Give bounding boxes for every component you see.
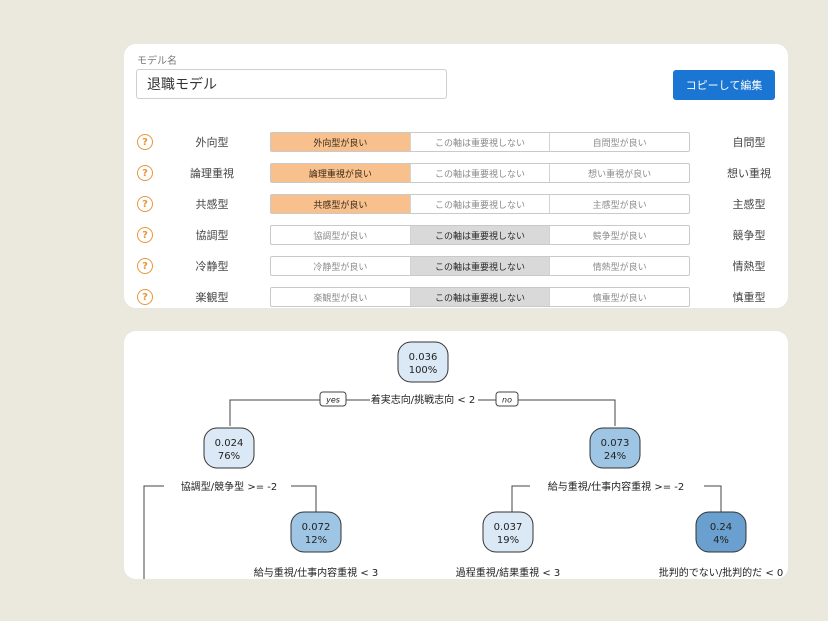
yes-label-box bbox=[319, 391, 347, 407]
tree-edge bbox=[704, 485, 722, 512]
tree-node bbox=[203, 427, 255, 469]
node-value: 0.037 bbox=[494, 522, 523, 533]
axis-row: ? 協調型 協調型が良いこの軸は重要視しない 競争型が良い 競争型 bbox=[124, 225, 788, 247]
axis-preference-selector: 協調型が良いこの軸は重要視しない 競争型が良い bbox=[270, 225, 690, 245]
axis-option[interactable]: 論理重視が良い bbox=[271, 164, 411, 182]
no-label: no bbox=[502, 396, 512, 405]
model-settings-card: モデル名 コピーして編集 ?外向型外向型が良いこの軸は重要視しない自問型が良い自… bbox=[124, 44, 788, 308]
axis-option[interactable]: 想い重視が良い bbox=[588, 169, 652, 180]
tree-node bbox=[589, 427, 641, 469]
tree-node bbox=[482, 511, 534, 553]
tree-edge bbox=[291, 485, 317, 512]
axis-left-label: 協調型 bbox=[195, 229, 229, 242]
tree-edge bbox=[143, 485, 164, 579]
tree-edge bbox=[478, 399, 616, 426]
axis-row: ? 外向型 外向型が良いこの軸は重要視しない 自問型が良い 自問型 bbox=[124, 132, 788, 154]
axis-preference-selector: 共感型が良いこの軸は重要視しない 主感型が良い bbox=[270, 194, 690, 214]
axis-option[interactable]: この軸は重要視しない bbox=[410, 257, 551, 275]
axis-left-label: 論理重視 bbox=[190, 167, 234, 180]
tree-node bbox=[397, 341, 449, 383]
axis-option[interactable]: 競争型が良い bbox=[592, 231, 647, 242]
axis-left-label: 楽観型 bbox=[195, 291, 229, 304]
node-value: 0.024 bbox=[215, 438, 244, 449]
axis-option[interactable]: この軸は重要視しない bbox=[411, 164, 551, 182]
split-condition: 過程重視/結果重視 < 3 bbox=[456, 566, 560, 579]
axis-preference-selector: 楽観型が良いこの軸は重要視しない 慎重型が良い bbox=[270, 287, 690, 307]
node-percent: 19% bbox=[497, 535, 519, 546]
axis-row: ? 楽観型 楽観型が良いこの軸は重要視しない 慎重型が良い 慎重型 bbox=[124, 287, 788, 308]
node-percent: 4% bbox=[713, 535, 729, 546]
axis-row: ? 共感型 共感型が良いこの軸は重要視しない 主感型が良い 主感型 bbox=[124, 194, 788, 216]
decision-tree: yes no 0.036 100% 着実志向/挑戦志向 < 2 0.024 76% 協調型/競… bbox=[143, 341, 783, 579]
yes-label: yes bbox=[325, 396, 340, 405]
model-name-label: モデル名 bbox=[137, 56, 177, 67]
axis-preference-selector: 論理重視が良いこの軸は重要視しない 想い重視が良い bbox=[270, 163, 690, 183]
split-condition: 給与重視/仕事内容重視 >= -2 bbox=[548, 480, 684, 493]
axis-option[interactable]: 共感型が良い bbox=[271, 195, 411, 213]
axis-right-label: 慎重型 bbox=[732, 291, 766, 304]
axis-right-label: 競争型 bbox=[732, 229, 766, 242]
axis-preference-selector: 冷静型が良いこの軸は重要視しない 情熱型が良い bbox=[270, 256, 690, 276]
axis-row: ? 冷静型 冷静型が良いこの軸は重要視しない 情熱型が良い 情熱型 bbox=[124, 256, 788, 278]
tree-edge bbox=[229, 399, 370, 426]
axis-option[interactable]: 情熱型が良い bbox=[592, 262, 647, 273]
node-value: 0.24 bbox=[710, 522, 732, 533]
axis-left-label: 外向型 bbox=[195, 136, 229, 149]
node-percent: 12% bbox=[305, 535, 327, 546]
axis-option[interactable]: この軸は重要視しない bbox=[410, 226, 551, 244]
axis-left-label: 共感型 bbox=[195, 198, 229, 211]
help-icon[interactable]: ? bbox=[137, 227, 153, 243]
node-value: 0.072 bbox=[302, 522, 331, 533]
tree-node bbox=[695, 511, 747, 553]
axis-option[interactable]: 慎重型が良い bbox=[592, 293, 647, 304]
axis-right-label: 主感型 bbox=[732, 198, 766, 211]
node-percent: 76% bbox=[218, 451, 240, 462]
split-condition: 批判的でない/批判的だ < 0 bbox=[659, 566, 783, 579]
help-icon[interactable]: ? bbox=[137, 196, 153, 212]
help-icon[interactable]: ? bbox=[137, 165, 153, 181]
decision-tree-card: yes no 0.036 100% 着実志向/挑戦志向 < 2 0.024 76% 協調型/競… bbox=[124, 331, 788, 579]
axis-option[interactable]: この軸は重要視しない bbox=[411, 133, 551, 151]
node-percent: 24% bbox=[604, 451, 626, 462]
tree-edge bbox=[511, 485, 530, 512]
axis-left-label: 冷静型 bbox=[195, 260, 229, 273]
axis-option[interactable]: 自問型が良い bbox=[592, 138, 647, 149]
axis-option[interactable]: 主感型が良い bbox=[592, 200, 647, 211]
help-icon[interactable]: ? bbox=[137, 258, 153, 274]
model-name-input[interactable] bbox=[136, 69, 447, 99]
axis-row: ? 論理重視 論理重視が良いこの軸は重要視しない 想い重視が良い 想い重視 bbox=[124, 163, 788, 185]
axis-option[interactable]: この軸は重要視しない bbox=[410, 288, 551, 306]
no-label-box bbox=[495, 391, 519, 407]
axis-option[interactable]: 楽観型が良い bbox=[271, 288, 411, 306]
split-condition: 協調型/競争型 >= -2 bbox=[181, 480, 277, 493]
axis-right-label: 自問型 bbox=[732, 136, 766, 149]
copy-and-edit-button[interactable]: コピーして編集 bbox=[673, 70, 775, 100]
node-value: 0.036 bbox=[409, 352, 438, 363]
node-value: 0.073 bbox=[601, 438, 630, 449]
axis-option[interactable]: 冷静型が良い bbox=[271, 257, 411, 275]
axis-right-label: 想い重視 bbox=[727, 167, 771, 180]
axis-right-label: 情熱型 bbox=[732, 260, 766, 273]
help-icon[interactable]: ? bbox=[137, 289, 153, 305]
axis-option[interactable]: 外向型が良い bbox=[271, 133, 411, 151]
axis-option[interactable]: この軸は重要視しない bbox=[411, 195, 551, 213]
split-condition: 着実志向/挑戦志向 < 2 bbox=[371, 393, 475, 406]
node-percent: 100% bbox=[409, 365, 438, 376]
split-condition: 給与重視/仕事内容重視 < 3 bbox=[254, 566, 378, 579]
axis-preference-selector: 外向型が良いこの軸は重要視しない 自問型が良い bbox=[270, 132, 690, 152]
axis-option[interactable]: 協調型が良い bbox=[271, 226, 411, 244]
help-icon[interactable]: ? bbox=[137, 134, 153, 150]
tree-node bbox=[290, 511, 342, 553]
